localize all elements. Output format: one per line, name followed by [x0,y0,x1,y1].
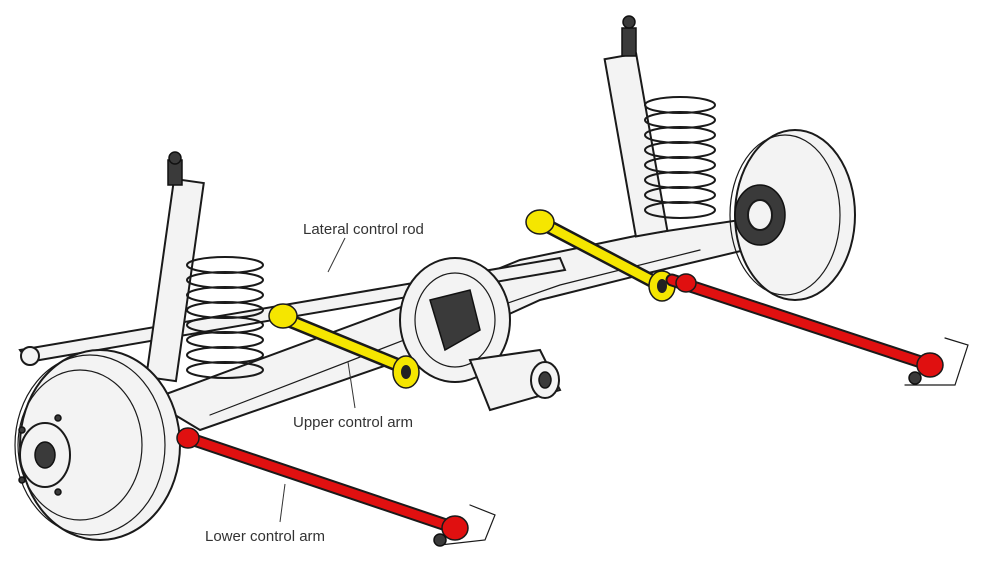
upper-control-arm-label: Upper control arm [293,414,413,431]
left-shock-absorber [145,151,205,383]
left-lower-arm-front-bushing [176,427,200,449]
right-brake-drum [729,129,856,301]
left-brake-drum [14,349,181,541]
differential [399,257,562,412]
callout-leaders [279,237,356,523]
lower-control-arm-label: Lower control arm [205,528,325,545]
right-coil-spring [644,96,716,219]
right-upper-arm-front-bushing [525,209,555,235]
lateral-control-rod-leader [327,237,346,273]
left-upper-arm-bar [278,313,410,373]
lower-control-arm-leader [279,483,286,523]
left-lower-control-arm [176,427,496,547]
right-lower-arm-rear-bushing [916,352,944,378]
left-lower-arm-rear-bushing [441,515,469,541]
left-upper-arm-front-bushing [268,303,298,329]
right-upper-control-arm [525,209,676,302]
right-lower-arm-front-bushing [675,273,697,293]
left-lower-arm-bar [183,433,460,533]
right-lower-arm-bar [667,275,935,370]
left-upper-control-arm [268,303,420,389]
left-coil-spring [186,256,264,379]
upper-control-arm-leader [347,361,356,409]
right-upper-arm-bar [535,217,665,290]
lateral-control-rod-label: Lateral control rod [303,221,424,238]
right-lower-control-arm [665,273,969,386]
